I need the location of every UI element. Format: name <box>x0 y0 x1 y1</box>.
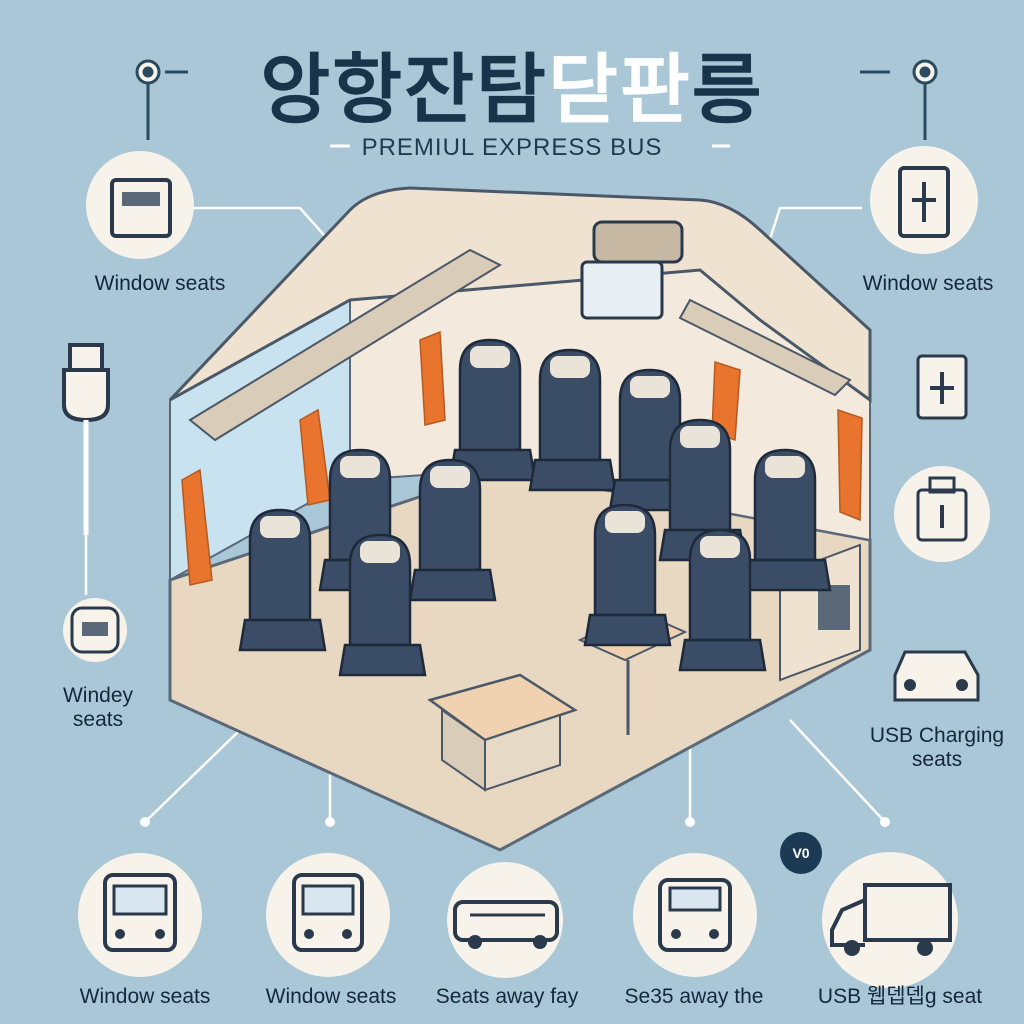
title-decor <box>135 59 938 148</box>
label-bottom-3: Seats away fay <box>435 985 579 1008</box>
usb-charger-icon-right <box>893 650 980 702</box>
label-window-seats-top-left: Window seats <box>94 272 226 295</box>
label-usb-charging-seats: USB Charging seats <box>850 724 1024 772</box>
label-usb-line2: seats <box>911 748 963 772</box>
plug-icon-right <box>916 354 968 420</box>
display-screen <box>580 260 664 320</box>
seat <box>338 533 427 677</box>
title-end-part: 릉 <box>691 45 764 134</box>
seats <box>238 338 832 677</box>
label-bottom-1: Window seats <box>79 985 211 1008</box>
window-seat-icon-top-right <box>870 146 978 254</box>
title-dark-part: 앙항잔탐 <box>260 45 548 134</box>
label-bottom-5: USB 웹뎁뎁g seat <box>817 985 983 1008</box>
usb-plug-icon <box>62 343 110 535</box>
title-light-part: 닫판 <box>547 45 692 134</box>
seat-icon-left-mid <box>63 598 127 662</box>
label-windey-seats: Windey seats <box>38 684 158 732</box>
page-subtitle: PREMIUL EXPRESS BUS <box>361 134 663 161</box>
truck-icon <box>822 852 958 988</box>
label-usb-line1: USB Charging <box>869 724 1005 747</box>
seat <box>583 503 672 647</box>
bus-front-icon-1 <box>78 853 202 977</box>
bus-roof <box>168 186 872 403</box>
seat <box>238 508 327 652</box>
label-windey-line1: Windey <box>62 684 134 707</box>
bus-front-icon-3 <box>633 853 757 977</box>
seat <box>408 458 497 602</box>
version-badge: V0 <box>780 832 822 874</box>
bus-front-icon-2 <box>266 853 390 977</box>
label-bottom-2: Window seats <box>265 985 397 1008</box>
seat <box>743 448 832 592</box>
page-title: 앙항잔탐닫판릉 <box>0 28 1024 138</box>
seat <box>678 528 767 672</box>
label-bottom-4: Se35 away the <box>624 985 764 1008</box>
curtains <box>181 330 863 586</box>
label-window-seats-top-right: Window seats <box>862 272 994 295</box>
socket-icon-right <box>894 466 990 562</box>
window-seat-icon-top-left <box>86 151 194 259</box>
bus-side-icon <box>447 862 563 978</box>
label-windey-line2: seats <box>72 708 124 732</box>
